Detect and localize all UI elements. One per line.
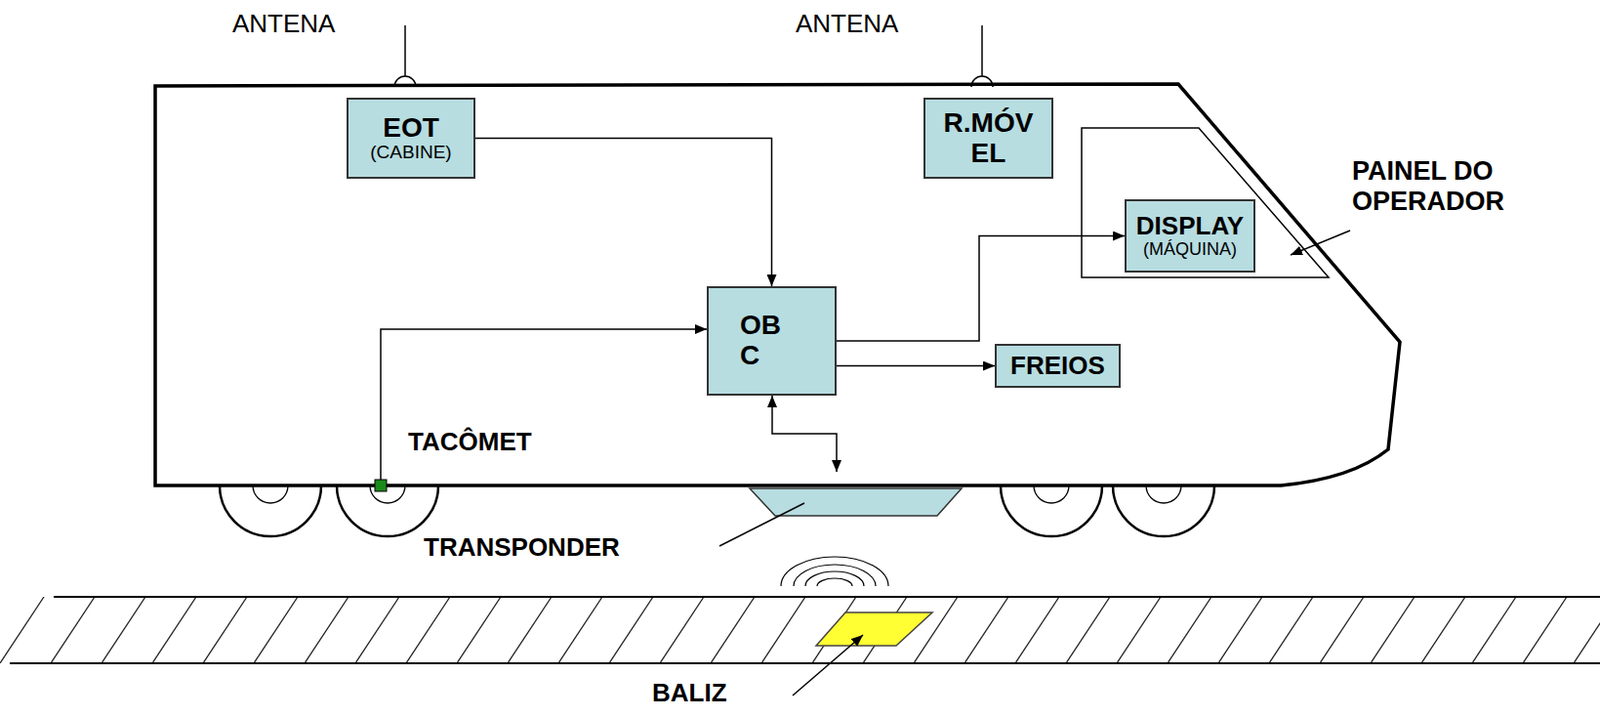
connector-arrow (836, 365, 995, 368)
node-title: DISPLAY (1136, 211, 1244, 241)
wheel-hub (1033, 485, 1069, 503)
display-box: DISPLAY(MÁQUINA) (1124, 199, 1256, 273)
antenna-mast (981, 25, 984, 77)
transponder-wire (772, 395, 837, 472)
node-subtitle: (CABINE) (369, 142, 452, 164)
node-title: EOT (382, 113, 440, 144)
antenna-base (971, 76, 993, 87)
balise-label: BALIZ (652, 678, 728, 708)
antenna-label: ANTENA (795, 9, 899, 40)
leader-line (1290, 230, 1351, 255)
antenna-mast (404, 25, 407, 77)
eot-box: EOT(CABINE) (346, 97, 476, 179)
node-title: OB C (739, 310, 789, 371)
signal-wave (817, 577, 853, 586)
leader-line (719, 502, 805, 546)
tachometer-label: TACÔMET (408, 427, 533, 457)
connector-arrow (836, 236, 1125, 342)
radio-box: R.MÓV EL (923, 97, 1054, 179)
node-title: FREIOS (1010, 351, 1106, 380)
signal-wave (805, 571, 864, 586)
balise-shape (816, 612, 933, 646)
panel-label: PAINEL DO OPERADOR (1352, 156, 1526, 217)
connector-arrow (475, 138, 773, 288)
wheel (336, 485, 439, 536)
track-bed (0, 596, 1600, 663)
transponder-shape (749, 488, 962, 516)
transponder-label: TRANSPONDER (423, 533, 620, 563)
antenna-base (394, 76, 416, 87)
train-body (155, 83, 1400, 486)
node-title: R.MÓV EL (935, 108, 1043, 169)
obc-box: OB C (706, 286, 837, 396)
wheel (219, 485, 322, 536)
tachometer-sensor (374, 479, 387, 492)
tachometer-wire (380, 328, 707, 480)
wheel (1112, 485, 1215, 536)
wheel-hub (252, 485, 288, 503)
antenna-label: ANTENA (232, 9, 335, 40)
signal-wave (793, 564, 876, 586)
rail-line (9, 661, 1600, 664)
signal-wave (780, 556, 889, 586)
node-subtitle: (MÁQUINA) (1143, 240, 1237, 260)
wheel-hub (1146, 485, 1182, 503)
leader-line (792, 634, 863, 696)
brakes-box: FREIOS (994, 343, 1121, 388)
wheel (1000, 485, 1103, 536)
rail-line (53, 595, 1600, 598)
